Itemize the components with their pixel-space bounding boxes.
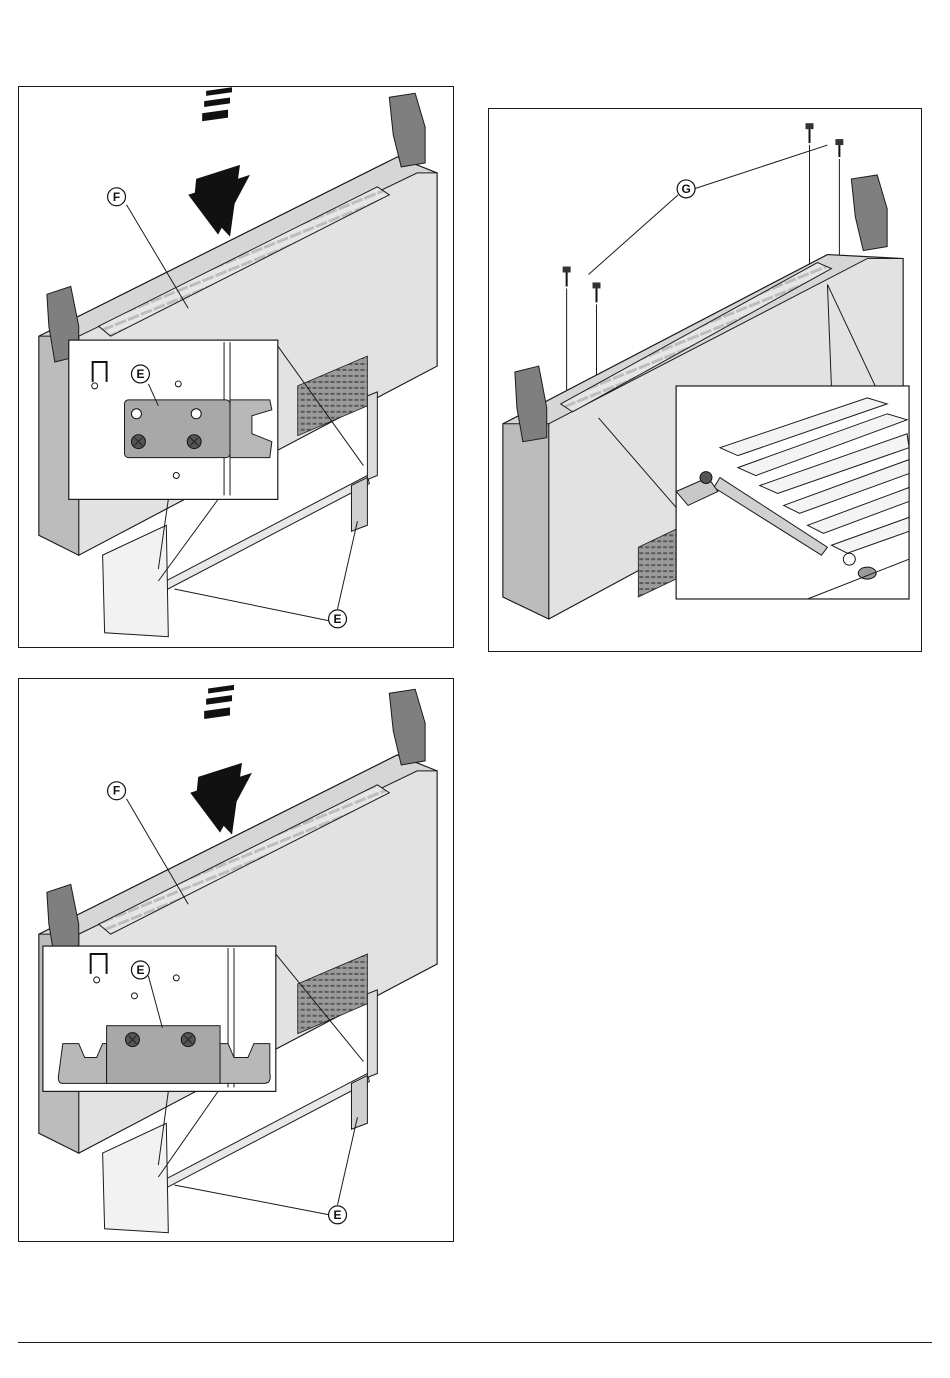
- fan-coil-drawing-bottom-left: F E E: [19, 679, 453, 1241]
- callout-e-inset: E: [131, 961, 149, 979]
- svg-text:G: G: [681, 182, 690, 196]
- callout-f: F: [108, 188, 126, 206]
- figure-panel-bottom-left: F E E: [18, 678, 454, 1242]
- svg-text:E: E: [136, 963, 144, 977]
- callout-g: G: [677, 180, 695, 198]
- figure-panel-top-left: F E E: [18, 86, 454, 648]
- svg-text:E: E: [334, 1208, 342, 1222]
- svg-text:F: F: [113, 784, 120, 798]
- svg-text:E: E: [136, 367, 144, 381]
- callout-e: E: [329, 610, 347, 628]
- svg-text:E: E: [334, 612, 342, 626]
- callout-e: E: [329, 1206, 347, 1224]
- figure-panel-right: G: [488, 108, 922, 652]
- fan-coil-drawing-top-left: F E E: [19, 87, 453, 647]
- footer-divider: [18, 1342, 932, 1343]
- svg-text:F: F: [113, 190, 120, 204]
- fan-coil-drawing-right: G: [489, 109, 921, 651]
- down-arrow-icon: [190, 685, 252, 835]
- callout-e-inset: E: [131, 365, 149, 383]
- down-arrow-icon: [188, 87, 250, 236]
- callout-f: F: [108, 782, 126, 800]
